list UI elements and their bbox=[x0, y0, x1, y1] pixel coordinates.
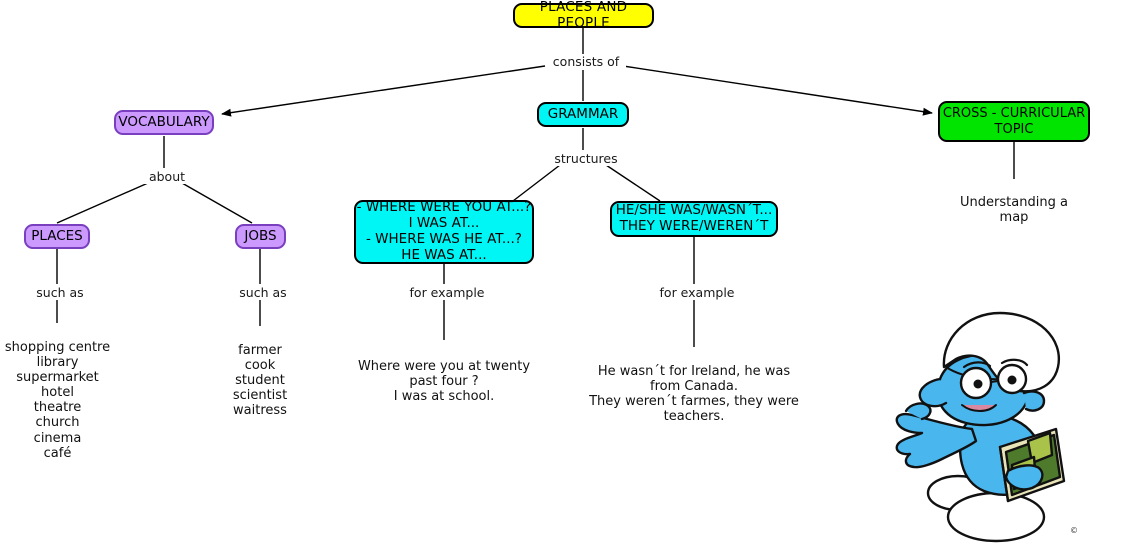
smurf-icon: © bbox=[895, 311, 1078, 543]
leaf-jobs-list-text: farmer cook student scientist waitress bbox=[232, 343, 288, 419]
node-places-label: PLACES bbox=[31, 227, 83, 244]
edge-label-for-example-left: for example bbox=[400, 285, 494, 300]
node-structure-statement-label: HE/SHE WAS/WASN´T... THEY WERE/WEREN´T bbox=[615, 202, 773, 234]
leaf-jobs-list: farmer cook student scientist waitress bbox=[205, 328, 315, 418]
node-places[interactable]: PLACES bbox=[24, 224, 90, 249]
node-jobs[interactable]: JOBS bbox=[235, 224, 286, 249]
node-structure-question-label: - WHERE WERE YOU AT...? I WAS AT... - WH… bbox=[356, 199, 532, 263]
leaf-example-left: Where were you at twenty past four ? I w… bbox=[348, 344, 540, 404]
edge-label-for-example-right: for example bbox=[650, 285, 744, 300]
leaf-cross-curricular-detail-text: Understanding a map bbox=[960, 195, 1068, 226]
edge-label-structures: structures bbox=[546, 151, 626, 166]
edge-label-consists-of: consists of bbox=[546, 54, 626, 69]
edge-label-for-example-right-text: for example bbox=[659, 285, 735, 300]
node-structure-question[interactable]: - WHERE WERE YOU AT...? I WAS AT... - WH… bbox=[354, 199, 534, 264]
node-root-label: PLACES AND PEOPLE bbox=[539, 0, 628, 31]
node-root-places-and-people[interactable]: PLACES AND PEOPLE bbox=[513, 0, 654, 31]
leaf-example-right: He wasn´t for Ireland, he was from Canad… bbox=[588, 349, 800, 424]
leaf-places-list: shopping centre library supermarket hote… bbox=[0, 325, 115, 461]
edge-label-such-as-jobs: such as bbox=[227, 285, 299, 300]
node-vocabulary-label: VOCABULARY bbox=[118, 113, 210, 130]
signature-mark: © bbox=[1070, 526, 1078, 535]
node-cross-curricular-label: CROSS - CURRICULAR TOPIC bbox=[942, 106, 1086, 137]
edge-label-about-text: about bbox=[148, 169, 186, 184]
smurf-illustration: © bbox=[888, 305, 1103, 550]
edge-label-such-as-places: such as bbox=[24, 285, 96, 300]
leaf-example-right-text: He wasn´t for Ireland, he was from Canad… bbox=[589, 364, 799, 425]
edge-label-about: about bbox=[133, 169, 201, 184]
leaf-cross-curricular-detail: Understanding a map bbox=[946, 180, 1082, 225]
leaf-example-left-text: Where were you at twenty past four ? I w… bbox=[357, 359, 531, 405]
node-cross-curricular-topic[interactable]: CROSS - CURRICULAR TOPIC bbox=[938, 101, 1090, 142]
node-grammar-label: GRAMMAR bbox=[547, 105, 619, 122]
node-structure-statement[interactable]: HE/SHE WAS/WASN´T... THEY WERE/WEREN´T bbox=[610, 201, 778, 237]
node-jobs-label: JOBS bbox=[244, 227, 277, 244]
node-grammar[interactable]: GRAMMAR bbox=[537, 102, 629, 127]
edge-label-such-as-jobs-text: such as bbox=[239, 285, 287, 300]
edge-label-for-example-left-text: for example bbox=[409, 285, 485, 300]
edge-label-structures-text: structures bbox=[554, 151, 618, 166]
leaf-places-list-text: shopping centre library supermarket hote… bbox=[4, 340, 111, 461]
edge-label-consists-of-text: consists of bbox=[552, 54, 620, 69]
edge-label-such-as-places-text: such as bbox=[36, 285, 84, 300]
node-vocabulary[interactable]: VOCABULARY bbox=[114, 110, 214, 135]
